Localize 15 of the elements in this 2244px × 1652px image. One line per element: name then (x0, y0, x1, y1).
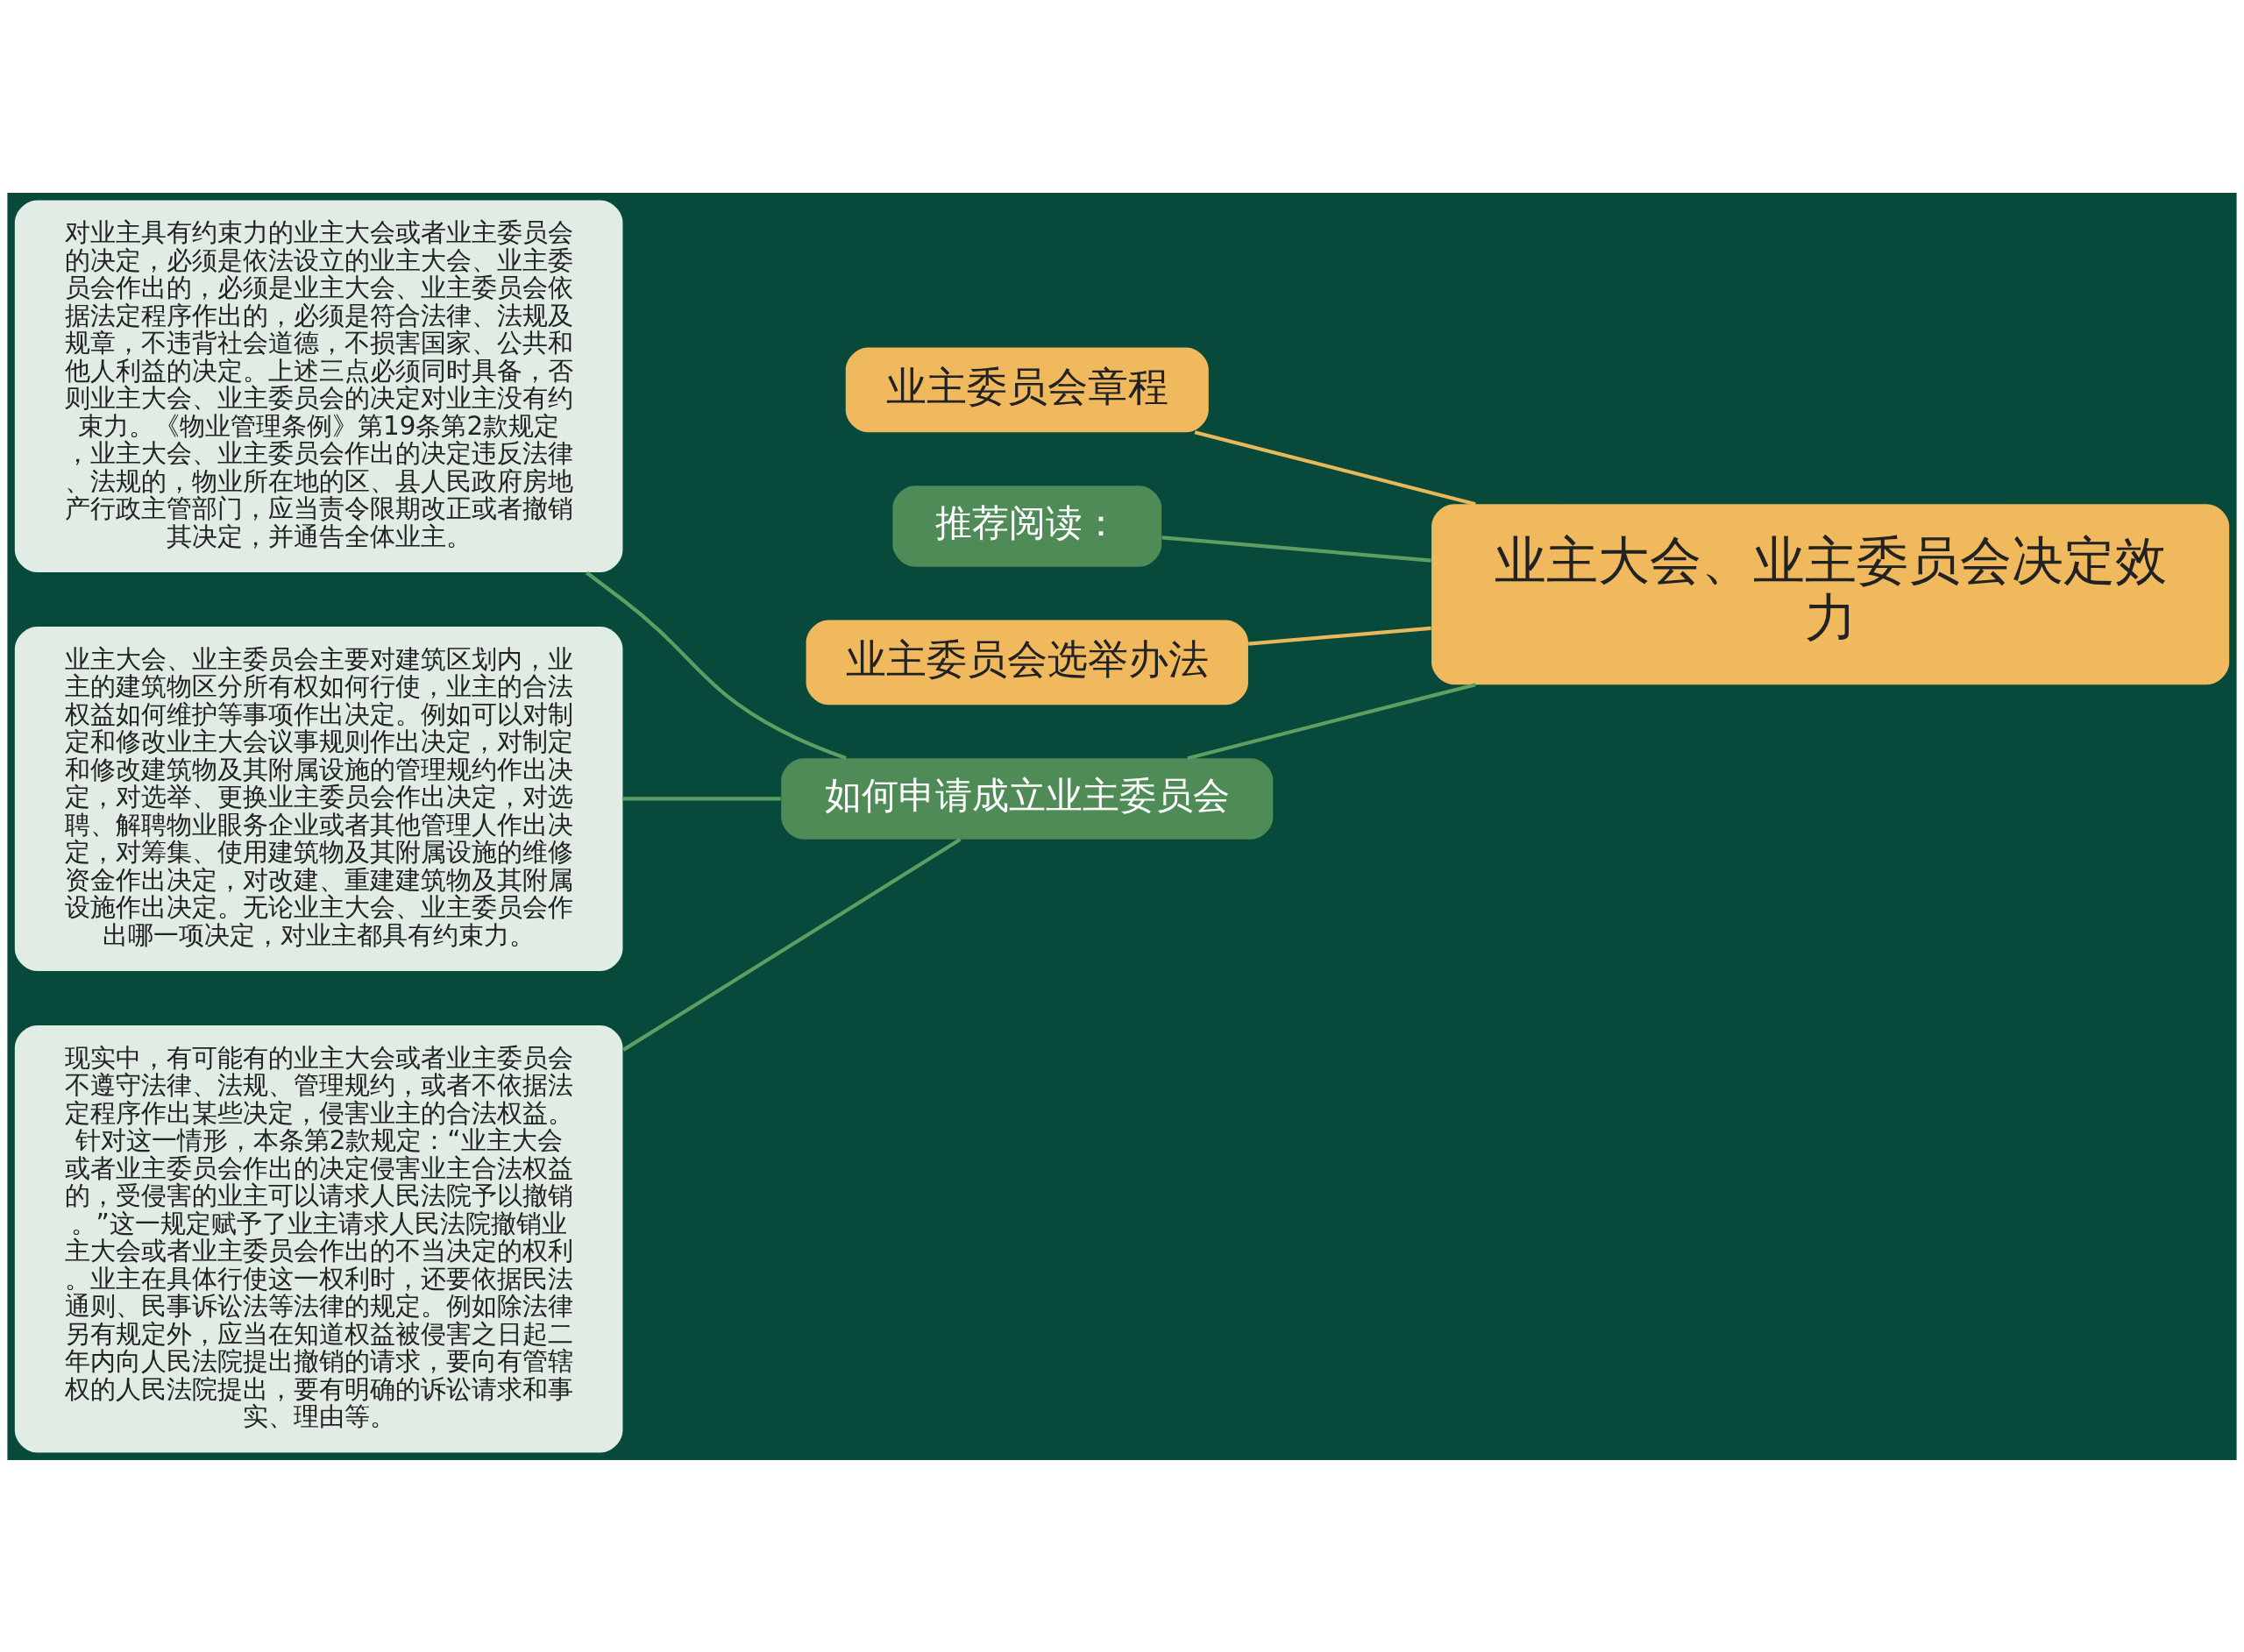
connector (1161, 535, 1431, 563)
node-box: 业主大会、业主委员会主要对建筑区划内，业主的建筑物区分所有权如何行使，业主的合法权益如何维护等事项作出决定。例如可以对制定和修改业主大会议事规则作出决定，对制定和修改建筑物及其附属设施的管理规约作出决定，对选举、更换业主委员会作出决定，对选聘、解聘物业眼务企业或者其他管理人作出决定，对筹集、使用建筑物及其附属设施的维修资金作出决定，对改建、重建建筑物及其附属设施作出决定。无论业主大会、业主委员会作出哪一项决定，对业主都具有约束力。 (14, 626, 623, 971)
connector (622, 796, 781, 801)
connector (586, 571, 847, 760)
connector (1187, 682, 1476, 760)
connector (622, 837, 962, 1052)
node-box: 业主委员会选举办法 (806, 620, 1248, 705)
node-box: 业主委员会章程 (845, 347, 1209, 432)
node-box: 业主大会、业主委员会决定效力 (1431, 503, 2230, 684)
node-box: 对业主具有约束力的业主大会或者业主委员会的决定，必须是依法设立的业主大会、业主委员会作出的，必须是业主大会、业主委员会依据法定程序作出的，必须是符合法律、法规及规章，不违背社会道德，不损害国家、公共和他人利益的决定。上述三点必须同时具备，否则业主大会、业主委员会的决定对业主没有约束力。《物业管理条例》第19条第2款规定，业主大会、业主委员会作出的决定违反法律、法规的，物业所在地的区、县人民政府房地产行政主管部门，应当责令限期改正或者撤销其决定，并通告全体业主。 (14, 199, 623, 572)
node-box: 现实中，有可能有的业主大会或者业主委员会不遵守法律、法规、管理规约，或者不依据法定程序作出某些决定，侵害业主的合法权益。针对这一情形，本条第2款规定：“业主大会或者业主委员会作出的决定侵害业主合法权益的，受侵害的业主可以请求人民法院予以撤销。”这一规定赋予了业主请求人民法院撤销业主大会或者业主委员会作出的不当决定的权利。业主在具体行使这一权利时，还要依据民法通则、民事诉讼法等法律的规定。例如除法律另有规定外，应当在知道权益被侵害之日起二年内向人民法院提出撤销的请求，要向有管辖权的人民法院提出，要有明确的诉讼请求和事实、理由等。 (14, 1025, 623, 1453)
connector (1194, 429, 1476, 506)
node-box: 推荐阅读： (892, 485, 1162, 567)
node-box: 如何申请成立业主委员会 (781, 757, 1274, 840)
connector (1248, 626, 1431, 646)
